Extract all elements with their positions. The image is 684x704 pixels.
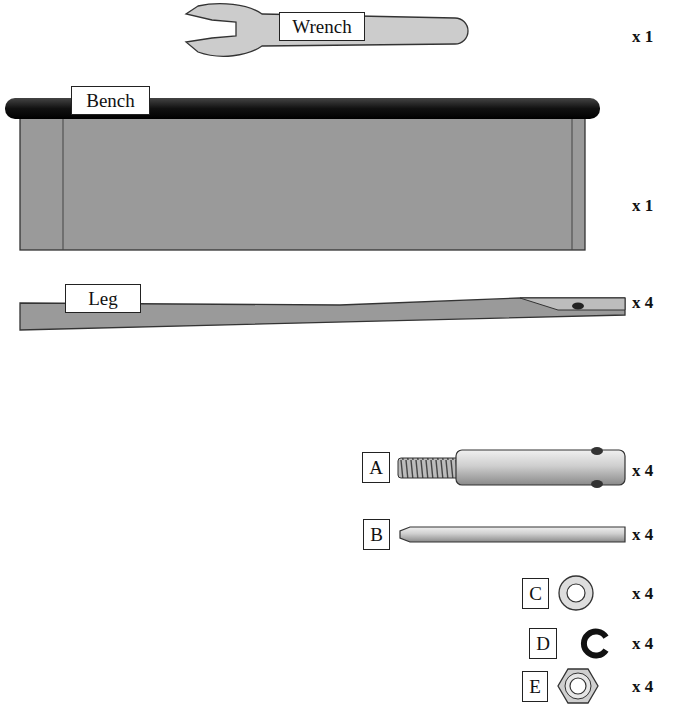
leg-bevel [520,298,625,310]
part-name: D [536,634,550,653]
part-label-box: E [522,671,548,702]
quantity-label: x 4 [632,635,653,652]
part-label-box: Wrench [279,12,365,41]
bolt-body [456,450,625,485]
quantity-label: x 1 [632,197,653,214]
part-label-box: Bench [71,86,150,115]
part-name: B [370,525,383,544]
leg-hole [572,303,584,310]
part-label-box: B [363,519,390,550]
hex-nut [558,669,598,703]
bench-leg-line [572,118,573,250]
bench-leg-line [63,118,64,250]
lock-washer [584,632,606,656]
quantity-label: x 4 [632,526,653,543]
bolt-thread [398,458,460,478]
washer-hole [567,584,585,602]
part-label-box: D [529,628,557,659]
bench-apron [20,114,585,250]
quantity-label: x 1 [632,28,653,45]
bolt-notch [591,447,603,455]
pin [400,527,625,542]
part-name: C [529,584,542,603]
bolt-notch [591,480,603,488]
quantity-label: x 4 [632,678,653,695]
nut-hole [570,678,586,694]
part-name: Wrench [292,17,351,36]
part-name: E [529,677,541,696]
part-name: Leg [88,289,118,308]
part-label-box: C [522,578,549,609]
wrench [186,4,468,57]
quantity-label: x 4 [632,294,653,311]
washer [559,576,593,610]
part-label-box: Leg [65,284,141,313]
quantity-label: x 4 [632,585,653,602]
part-label-box: A [362,452,390,483]
nut-face [565,673,591,699]
quantity-label: x 4 [632,462,653,479]
part-name: A [369,458,383,477]
part-name: Bench [86,91,135,110]
